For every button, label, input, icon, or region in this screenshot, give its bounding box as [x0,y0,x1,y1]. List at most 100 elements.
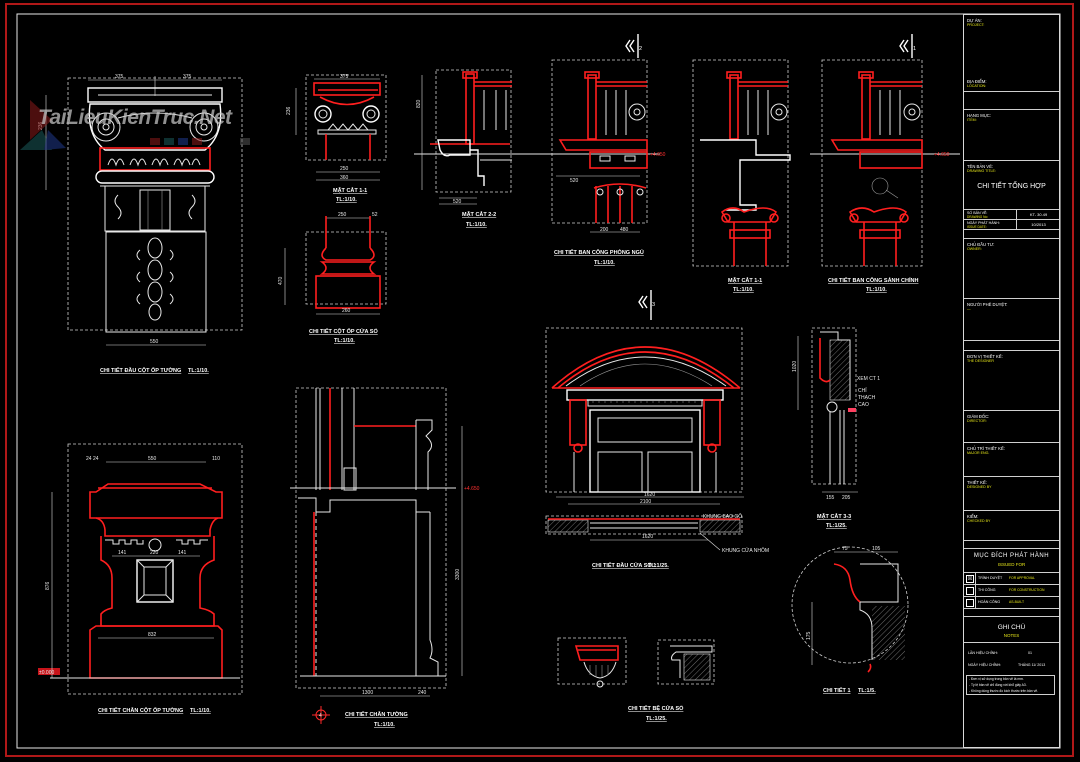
svg-text:250: 250 [340,166,349,172]
drawing-title: CHI TIẾT CỘT ỐP CỬA SỔ [309,327,378,335]
svg-text:236: 236 [286,106,292,115]
svg-text:470: 470 [278,276,284,285]
svg-text:250: 250 [338,212,347,218]
approver-cell: NGƯỜI PHÊ DUYỆT: — [964,299,1059,341]
location-label: ĐỊA ĐIỂM: [967,79,987,84]
watermark-text: TaiLieuKienTruc.Net [38,106,232,129]
drawing-scale: TL:1/10. [594,260,615,266]
notes-list: - Đơn vị sử dụng trong bản vẽ là mm. - T… [966,675,1055,695]
drawing-title: CHI TIẾT 1 [823,687,851,694]
svg-text:1020: 1020 [792,361,798,372]
level-marker: ±0.000 [39,670,54,676]
svg-text:480: 480 [620,227,629,233]
project-cell: DỰ ÁN: PROJECT: ĐỊA ĐIỂM: LOCATION: [964,15,1059,92]
revision-label: LẦN HIỆU CHỈNH: [968,651,998,655]
svg-text:105: 105 [872,546,881,552]
drawing-scale: TL:1/10. [188,368,209,374]
item-cell: HẠNG MỤC: ITEM: [964,109,1059,161]
balcony-main-drawing: 1 +4.650 CHI TIẾT BAN CÔNG SẢNH CHÍNH TL… [810,34,960,293]
drawing-title: MẶT CẮT 1-1 [333,186,367,194]
svg-text:CAO: CAO [858,402,869,408]
notes-header: GHI CHÚ NOTES [964,617,1059,643]
drawing-scale: TL:1/25. [826,523,847,529]
issue-date-row: NGÀY PHÁT HÀNH: ISSUE DATE: 10/2013 [964,220,1059,230]
drawing-title: CHI TIẾT ĐẦU CỘT ỐP TƯỜNG [100,366,181,374]
note-item: - Tỷ lệ bản vẽ chỉ đúng với khổ giấy A3. [969,683,1027,687]
window-column-drawing: 250 52 260 CHI TIẾT CỘT ỐP CỬA SỔ TL:1/1… [278,212,387,344]
svg-text:375: 375 [340,74,349,80]
section-marker-icon [899,34,913,58]
svg-text:THẠCH: THẠCH [858,395,876,401]
svg-text:205: 205 [842,495,851,501]
drawing-title-value: CHI TIẾT TỔNG HỢP [977,183,1046,190]
annotation-label: XEM CT 1 [857,376,880,382]
owner-cell: CHỦ ĐẦU TƯ: OWNER: [964,239,1059,299]
svg-text:240: 240 [418,690,427,696]
svg-text:175: 175 [806,631,812,640]
window-head-drawing: 3 1620 2100 1620 KHUNG BAO GỖ KHUNG CỬA … [545,290,769,569]
issue-date-value: 10/2013 [1016,220,1060,229]
drawing-title: MẶT CẮT 2-2 [462,210,496,218]
drawing-title: MẶT CẮT 3-3 [817,512,851,520]
drawing-scale: TL:1/10. [190,708,211,714]
drawing-scale: TL:1/10. [866,287,887,293]
issued-for-approval[interactable]: ☒ TRÌNH DUYỆT FOR APPROVAL [964,573,1059,585]
checkbox-as-built[interactable] [966,599,974,607]
svg-text:876: 876 [45,581,51,590]
svg-text:110: 110 [212,456,220,462]
note-item: - Không dùng thước đo kích thước trên bả… [969,689,1039,693]
drawing-title: CHI TIẾT CHÂN CỘT ỐP TƯỜNG [98,706,183,714]
designed-by-cell: THIẾT KẾ: DESIGNED BY [964,477,1059,511]
drawing-title: CHI TIẾT BỆ CỬA SỔ [628,704,684,712]
svg-text:220: 220 [150,550,159,556]
svg-text:520: 520 [453,199,462,205]
svg-text:360: 360 [340,175,349,181]
major-engineer-cell: CHỦ TRÌ THIẾT KẾ: MAJOR ENG. [964,443,1059,477]
svg-text:52: 52 [372,212,378,218]
drawing-title: CHI TIẾT ĐẦU CỬA SỔ 1 [592,562,656,569]
window-sill-drawing: CHI TIẾT BỆ CỬA SỔ TL:1/25. [557,637,715,722]
section-1-1-drawing: 375 250 360 MẶT CẮT 1-1 TL:1/10. 236 [286,74,387,203]
svg-text:820: 820 [416,99,422,108]
section-2-2-drawing: 520 MẶT CẮT 2-2 TL:1/10. 820 [414,69,540,228]
drawing-scale: TL:1/10. [733,287,754,293]
svg-text:260: 260 [342,308,351,314]
section-marker-icon [625,34,639,58]
checkbox-construction[interactable] [966,587,974,595]
section-number: 2 [639,46,642,52]
revision-date-value: THÁNG 11/ 2013 [1018,663,1046,667]
checked-by-cell: KIỂM: CHECKED BY [964,511,1059,541]
level-marker: +4.650 [464,486,480,492]
checkbox-approval[interactable]: ☒ [966,575,974,583]
drawing-title: MẶT CẮT 1-1 [728,276,762,284]
svg-text:1620: 1620 [642,534,653,540]
section-number: 3 [652,302,655,308]
dim-label: 375 [115,74,124,80]
drawing-title: CHI TIẾT CHÂN TƯỜNG [345,710,408,718]
drawing-scale: TL:1/10. [374,722,395,728]
section-marker-icon [638,290,652,320]
svg-text:4: 4 [319,713,322,719]
dim-label: 375 [183,74,192,80]
issued-for-header: MỤC ĐÍCH PHÁT HÀNH ISSUED FOR [964,549,1059,573]
svg-text:200: 200 [600,227,609,233]
director-cell: GIÁM ĐỐC: DIRECTOR: [964,411,1059,443]
svg-text:141: 141 [178,550,187,556]
drawing-title: CHI TIẾT BAN CÔNG PHÒNG NGỦ [554,248,644,256]
issued-for-as-built[interactable]: HOÀN CÔNG AS-BUILT [964,597,1059,609]
svg-text:141: 141 [118,550,127,556]
dim-label: 550 [150,339,159,345]
svg-text:1300: 1300 [362,690,373,696]
issued-for-construction[interactable]: THI CÔNG FOR CONSTRUCTION [964,585,1059,597]
drawing-title-cell: TÊN BẢN VẼ: DRAWING TITLE: CHI TIẾT TỔNG… [964,161,1059,210]
svg-text:520: 520 [570,178,579,184]
drawing-scale: TL:1/10. [466,222,487,228]
svg-text:550: 550 [148,456,157,462]
drawing-number-value: KT- 30.49 [1016,210,1060,219]
revision-date-label: NGÀY HIỆU CHỈNH: [968,663,1002,667]
drawing-scale: TL:1/25. [648,563,669,569]
annotation-label: CHỈ [858,387,867,394]
